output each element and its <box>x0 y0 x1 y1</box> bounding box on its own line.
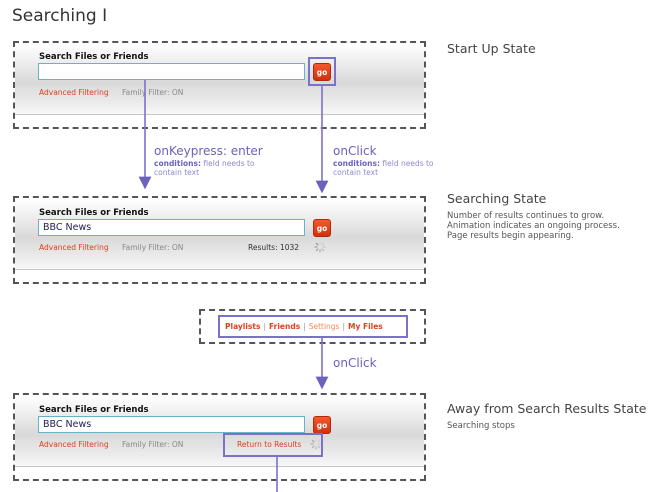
search-input[interactable] <box>38 63 305 80</box>
click-go-conditions: conditions: field needs to contain text <box>333 159 453 177</box>
loading-spinner-icon <box>310 438 322 450</box>
results-count: Results: 1032 <box>248 243 300 252</box>
go-button[interactable]: go <box>313 219 331 237</box>
nav-friends-link[interactable]: Friends <box>268 322 301 331</box>
search-input[interactable] <box>38 416 305 433</box>
nav-separator: | <box>263 322 266 331</box>
nav-playlists-link[interactable]: Playlists <box>225 322 261 331</box>
search-label: Search Files or Friends <box>39 208 149 218</box>
family-filter-status: Family Filter: ON <box>122 440 184 449</box>
keypress-event-label: onKeypress: enter <box>154 144 263 158</box>
keypress-cond-label: conditions: <box>154 159 201 168</box>
family-filter-status: Family Filter: ON <box>122 243 184 252</box>
away-state-description: Searching stops <box>447 421 515 431</box>
loading-spinner-icon <box>314 241 326 253</box>
nav-frame <box>199 309 426 344</box>
search-input[interactable] <box>38 219 305 236</box>
click-go-cond-text: field needs to contain text <box>333 159 434 177</box>
click-go-event-label: onClick <box>333 144 377 158</box>
click-nav-event-label: onClick <box>333 356 377 370</box>
searching-state-label: Searching State <box>447 191 547 206</box>
family-filter-status: Family Filter: ON <box>122 88 184 97</box>
nav-separator: | <box>342 322 345 331</box>
away-state-label: Away from Search Results State <box>447 401 647 416</box>
searching-state-frame <box>13 196 426 284</box>
search-label: Search Files or Friends <box>39 52 149 62</box>
advanced-filtering-link[interactable]: Advanced Filtering <box>39 88 109 97</box>
go-button-highlight <box>308 57 336 86</box>
advanced-filtering-link[interactable]: Advanced Filtering <box>39 243 109 252</box>
click-go-cond-label: conditions: <box>333 159 380 168</box>
searching-state-description: Number of results continues to grow. Ani… <box>447 211 620 241</box>
page-title: Searching I <box>12 6 108 26</box>
startup-state-label: Start Up State <box>447 41 536 56</box>
nav-settings-link[interactable]: Settings <box>308 322 340 331</box>
nav-separator: | <box>303 322 306 331</box>
advanced-filtering-link[interactable]: Advanced Filtering <box>39 440 109 449</box>
go-button[interactable]: go <box>313 63 331 81</box>
search-label: Search Files or Friends <box>39 405 149 415</box>
startup-state-frame <box>13 41 426 129</box>
keypress-conditions: conditions: field needs to contain text <box>154 159 274 177</box>
away-state-frame <box>13 393 426 481</box>
keypress-cond-text: field needs to contain text <box>154 159 255 177</box>
nav-myfiles-link[interactable]: My Files <box>347 322 383 331</box>
site-nav: Playlists|Friends|Settings|My Files <box>225 322 383 331</box>
return-to-results-link[interactable]: Return to Results <box>237 440 302 449</box>
nav-highlight <box>218 315 408 338</box>
return-link-highlight <box>223 433 323 457</box>
